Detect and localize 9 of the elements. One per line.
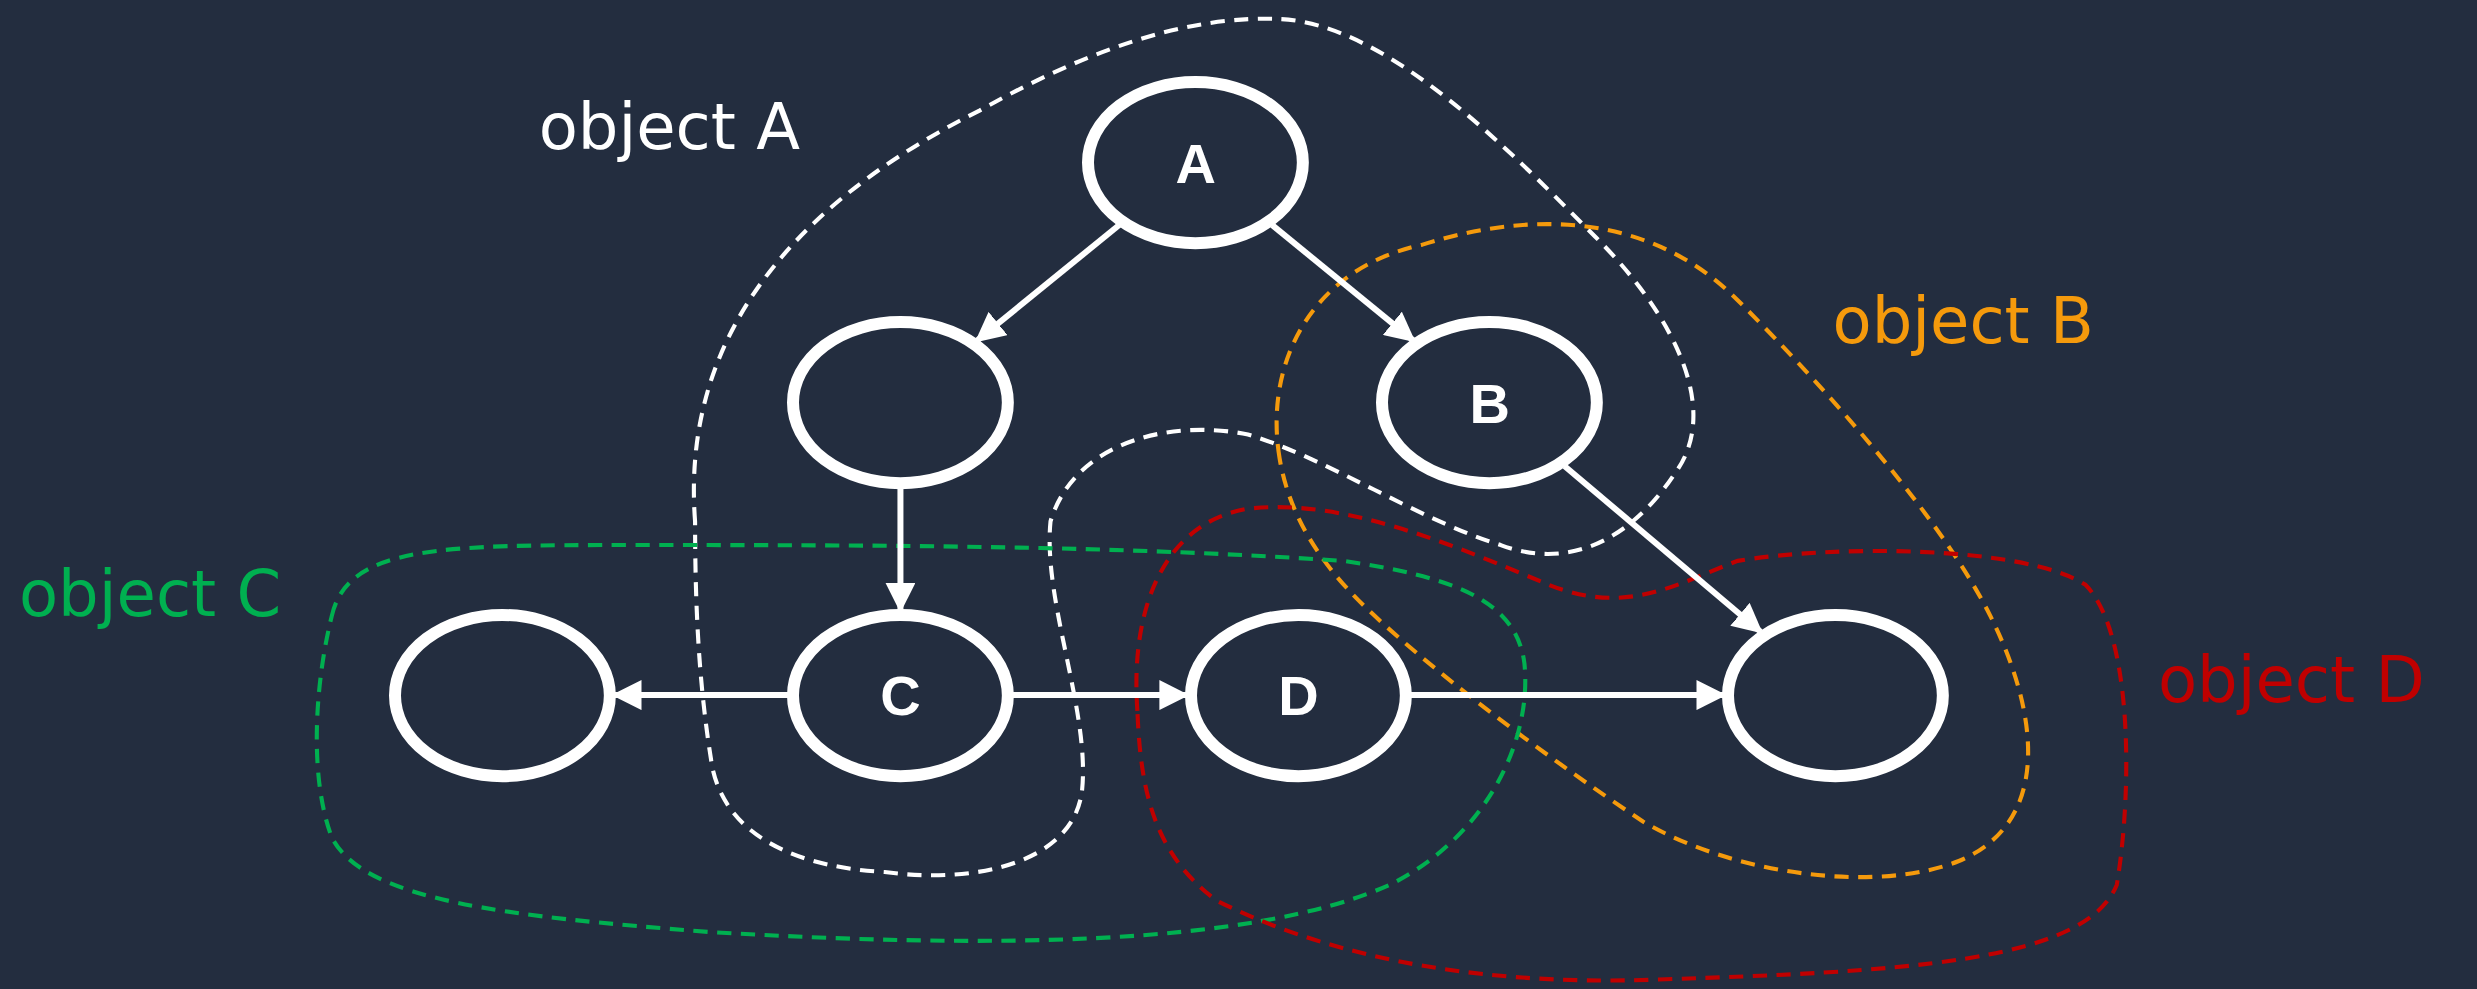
node-letter: D [1278, 662, 1319, 728]
region-label: object C [18, 562, 282, 627]
arrow [1270, 222, 1416, 343]
region-label: object B [1832, 289, 2094, 354]
arrow [1562, 463, 1763, 634]
node-letter: B [1469, 370, 1510, 436]
node-letter: C [880, 662, 921, 728]
arrow [974, 222, 1122, 343]
node-letter: A [1175, 130, 1217, 196]
